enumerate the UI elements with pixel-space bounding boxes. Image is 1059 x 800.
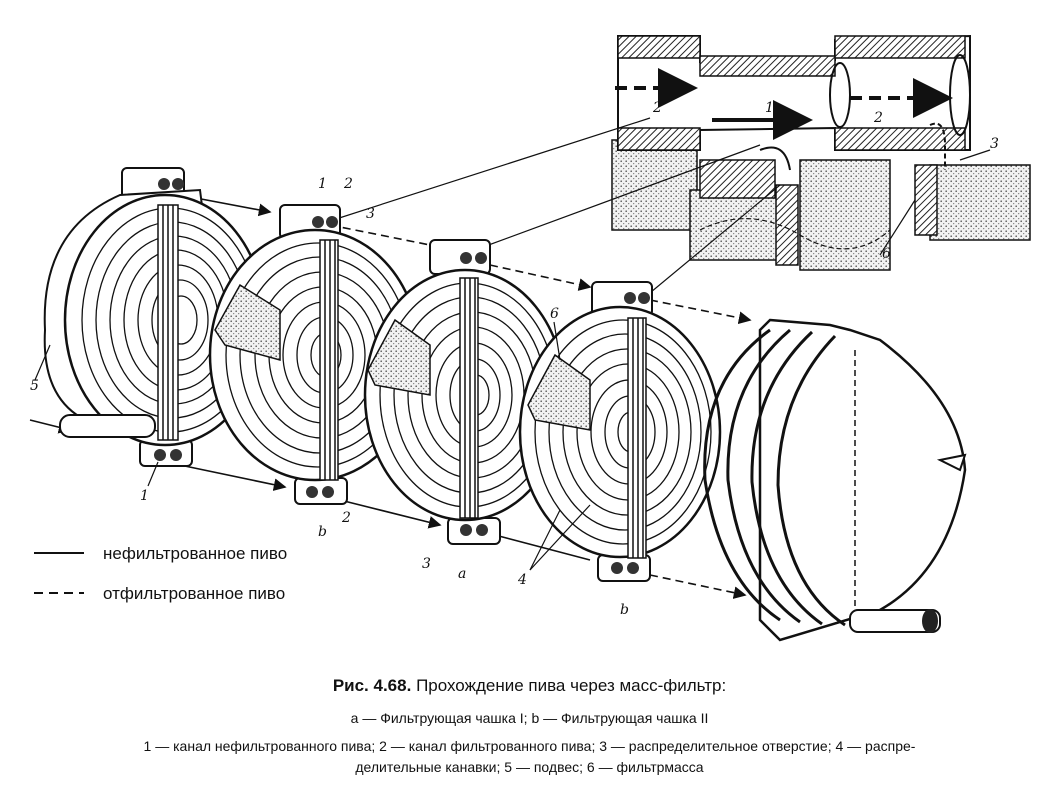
label-2-bottom: 2	[341, 510, 351, 526]
inset-label-3: 3	[990, 136, 999, 152]
figure-number: Рис. 4.68.	[332, 676, 412, 695]
filter-cup-1	[43, 167, 267, 467]
label-b-left: b	[318, 524, 327, 540]
label-1-bottom: 1	[140, 488, 149, 504]
inset-label-1: 1	[765, 100, 774, 116]
inset-label-6: 6	[882, 246, 891, 262]
label-6: 6	[550, 306, 559, 322]
inset-label-2-left: 2	[652, 100, 662, 116]
mass-filter-diagram: 2 1 2 3 6	[29, 34, 1031, 642]
legend-solid-label: нефильтрованное пиво	[103, 544, 287, 563]
figure-caption: Рис. 4.68. Прохождение пива через масс-ф…	[0, 676, 1059, 778]
label-3-top: 3	[366, 206, 375, 222]
caption-key-line-1: 1 — канал нефильтрованного пива; 2 — кан…	[143, 738, 916, 754]
inset-label-2-right: 2	[873, 110, 883, 126]
caption-subtitle: а — Фильтрующая чашка I; b — Фильтрующая…	[350, 710, 709, 726]
end-plate	[703, 318, 967, 642]
legend-dashed-label: отфильтрованное пиво	[103, 584, 285, 603]
label-5: 5	[30, 378, 39, 394]
legend: нефильтрованное пиво отфильтрованное пив…	[34, 544, 287, 603]
label-b-right: b	[620, 602, 629, 618]
filter-cup-3	[363, 239, 567, 545]
caption-title-line: Рис. 4.68. Прохождение пива через масс-ф…	[0, 676, 1059, 696]
caption-key-line-2: делительные канавки; 5 — подвес; 6 — фил…	[355, 759, 704, 775]
caption-title: Прохождение пива через масс-фильтр:	[416, 676, 727, 695]
label-4: 4	[517, 572, 527, 588]
label-a: a	[458, 566, 466, 582]
label-3-bottom: 3	[422, 556, 431, 572]
label-2-top: 2	[343, 176, 353, 192]
label-1-top: 1	[318, 176, 327, 192]
label-leaders	[34, 321, 591, 571]
inset-detail	[611, 34, 1031, 271]
filter-cup-4	[518, 281, 722, 582]
flow-lines	[29, 194, 752, 599]
